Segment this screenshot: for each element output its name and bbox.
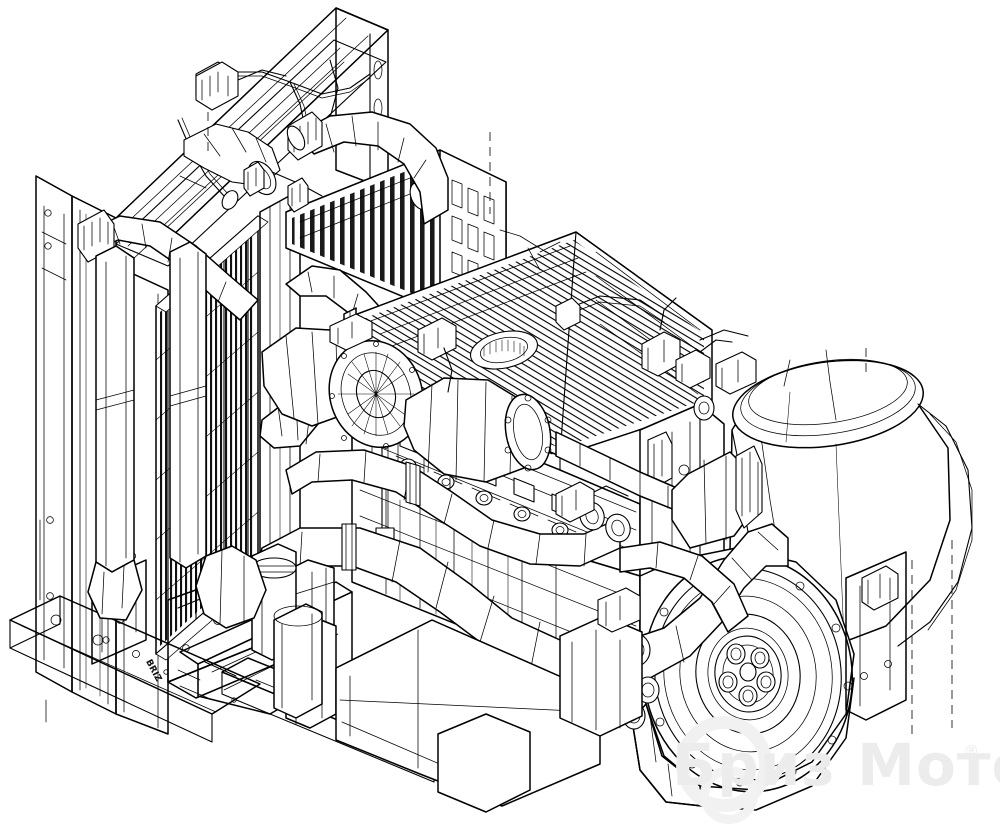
breather-tube <box>555 295 665 331</box>
rear-support-bracket <box>845 344 953 740</box>
oil-fill-cap-knurl <box>483 339 525 357</box>
front-plumbing <box>555 481 631 543</box>
starter-motor <box>273 603 323 719</box>
flywheel-hub <box>714 635 782 713</box>
radiator-outlet-pipe-2 <box>169 241 207 569</box>
turbo-outlet-flange <box>504 393 552 472</box>
turbine-vanes <box>337 351 415 437</box>
coolant-hose-left-loop <box>77 209 259 321</box>
charge-air-hose-upper <box>286 111 449 225</box>
sensor-cluster <box>641 297 733 421</box>
hose-clamps <box>243 161 309 213</box>
injection-pump <box>559 587 643 737</box>
lower-coolant-elbow <box>195 545 267 629</box>
expansion-tank <box>195 61 287 111</box>
construction-lines <box>207 112 561 271</box>
turbine-housing <box>328 339 424 449</box>
oil-pan <box>335 619 601 813</box>
radiator-outlet-pipe <box>87 245 143 621</box>
air-cleaner-bracket <box>699 329 757 395</box>
